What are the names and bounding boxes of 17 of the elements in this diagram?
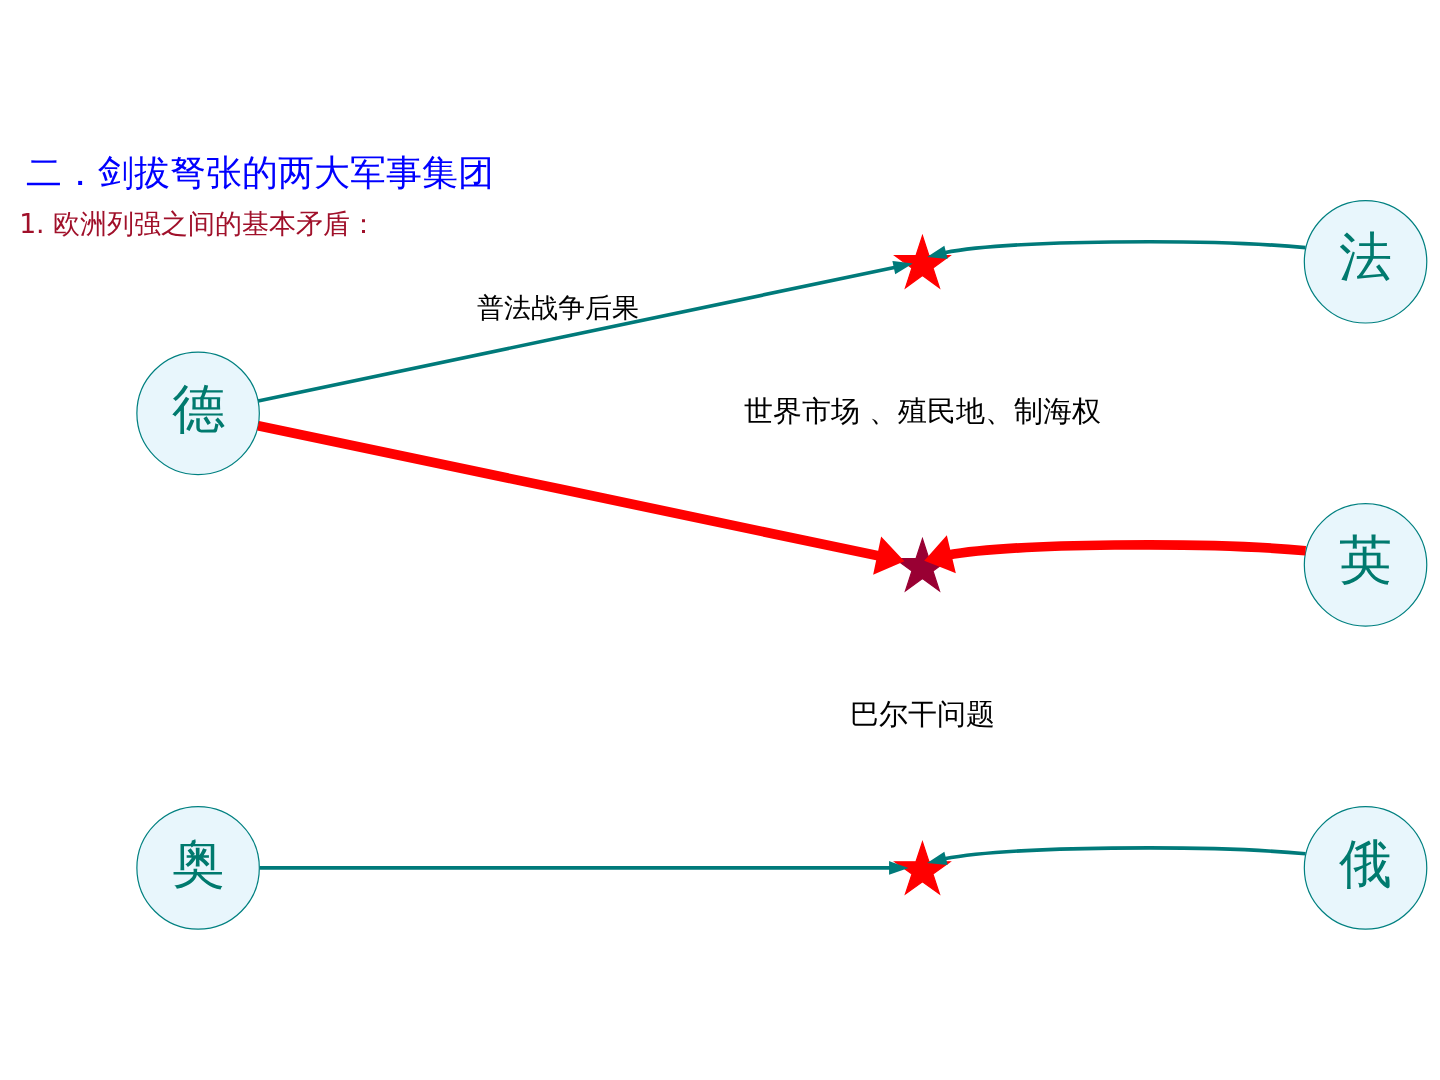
- label: 巴尔干问题: [849, 696, 995, 731]
- edge-label: 普法战争后果: [477, 292, 640, 324]
- label: 1. 欧洲列强之间的基本矛盾：: [19, 208, 378, 240]
- node-circle: 俄: [1303, 806, 1428, 930]
- arrow: [257, 260, 913, 403]
- arrow: [927, 239, 1306, 259]
- node-circle: 德: [136, 351, 260, 476]
- arrow: [257, 420, 905, 575]
- diagram-title: 二．剑拔弩张的两大军事集团: [25, 150, 494, 194]
- arrow: [924, 535, 1306, 574]
- node-star: [893, 839, 952, 896]
- arrow: [927, 846, 1306, 866]
- arrow: [259, 861, 909, 875]
- node-circle: 法: [1303, 199, 1428, 324]
- node-circle: 英: [1303, 503, 1428, 627]
- node-circle: 奥: [136, 806, 260, 930]
- label: 世界市场 、殖民地、制海权: [743, 393, 1102, 428]
